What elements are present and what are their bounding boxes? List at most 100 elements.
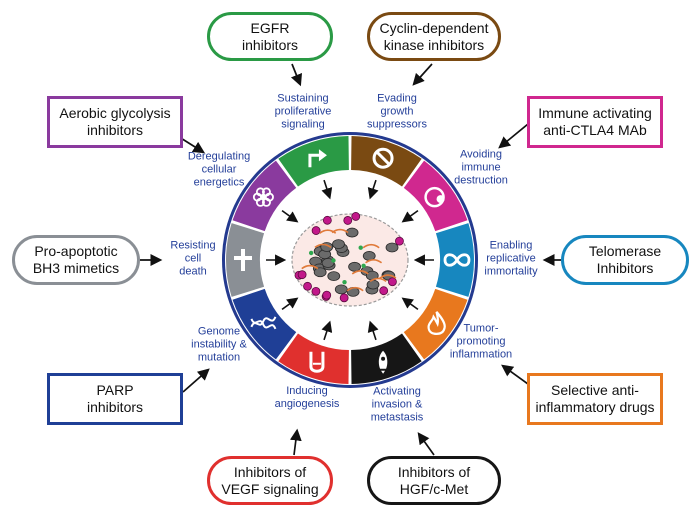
therapy-label: Cyclin-dependent kinase inhibitors bbox=[379, 19, 489, 53]
immune-cell-icon bbox=[424, 186, 445, 208]
dna-icon bbox=[250, 316, 277, 330]
stromal-fiber bbox=[319, 229, 337, 234]
inward-arrow bbox=[281, 297, 299, 311]
immune-cell bbox=[395, 236, 404, 246]
ring-segment-genome-instability-mutation bbox=[232, 288, 297, 360]
therapy-box-vegf-inhibitors: Inhibitors of VEGF signaling bbox=[207, 456, 333, 505]
stromal-fiber bbox=[369, 277, 387, 283]
immune-cell bbox=[388, 277, 397, 287]
arrows-layer bbox=[140, 63, 561, 456]
therapy-label: Telomerase Inhibitors bbox=[588, 243, 662, 276]
therapy-arrow-vegf-inhibitors bbox=[289, 428, 302, 456]
ring-segment-sustaining-proliferative-signaling bbox=[278, 136, 349, 187]
therapy-box-bh3-mimetics: Pro-apoptotic BH3 mimetics bbox=[12, 235, 140, 285]
stromal-cell bbox=[358, 245, 363, 250]
hallmark-label-avoiding-immune-destruction: Avoiding immune destruction bbox=[454, 148, 508, 187]
stromal-fiber bbox=[362, 243, 380, 249]
inward-arrow bbox=[321, 320, 333, 341]
therapy-box-hgf-cmet-inhibitors: Inhibitors of HGF/c-Met bbox=[367, 456, 501, 505]
therapy-label: Aerobic glycolysis inhibitors bbox=[59, 105, 171, 138]
immune-cell bbox=[303, 281, 312, 291]
hallmark-label-evading-growth-suppressors: Evading growth suppressors bbox=[367, 92, 427, 131]
therapy-box-selective-anti-inflammatory: Selective anti- inflammatory drugs bbox=[527, 373, 663, 425]
therapy-label: Pro-apoptotic BH3 mimetics bbox=[32, 243, 120, 276]
therapy-label: Selective anti- inflammatory drugs bbox=[535, 382, 655, 415]
arrow-icon bbox=[308, 149, 327, 168]
therapy-box-aerobic-glycolysis-inhibitors: Aerobic glycolysis inhibitors bbox=[47, 96, 183, 148]
therapy-label: Inhibitors of HGF/c-Met bbox=[397, 463, 471, 497]
therapy-label: PARP inhibitors bbox=[86, 382, 144, 415]
stromal-fiber bbox=[351, 270, 369, 275]
therapy-arrow-hgf-cmet-inhibitors bbox=[417, 432, 435, 456]
immune-cell bbox=[379, 286, 389, 296]
hallmark-label-genome-instability-mutation: Genome instability & mutation bbox=[191, 325, 247, 364]
cancer-cell bbox=[321, 258, 335, 268]
tumor-illustration bbox=[291, 212, 409, 307]
therapy-label: Immune activating anti-CTLA4 MAb bbox=[538, 105, 652, 138]
inward-arrow bbox=[401, 297, 419, 311]
therapy-box-parp-inhibitors: PARP inhibitors bbox=[47, 373, 183, 425]
cancer-cell bbox=[385, 242, 399, 253]
infinity-icon bbox=[443, 253, 471, 267]
inward-arrow bbox=[367, 320, 379, 341]
inward-arrow bbox=[367, 179, 379, 200]
therapy-arrow-egfr-inhibitors bbox=[290, 63, 302, 87]
inward-arrow bbox=[401, 209, 419, 223]
immune-cell bbox=[351, 212, 361, 221]
flower-icon bbox=[252, 187, 274, 207]
cancer-cell bbox=[327, 271, 341, 282]
hallmark-label-sustaining-proliferative-signaling: Sustaining proliferative signaling bbox=[274, 92, 332, 131]
immune-cell bbox=[339, 293, 349, 303]
cancer-cell bbox=[345, 227, 359, 238]
immune-cell bbox=[297, 270, 307, 280]
immune-cell bbox=[322, 215, 332, 225]
immune-cell bbox=[311, 226, 321, 235]
cross-icon bbox=[234, 249, 252, 271]
ring-segment-enabling-replicative-immortality bbox=[435, 223, 474, 297]
immune-cell bbox=[343, 216, 353, 225]
rocket-icon bbox=[378, 350, 388, 374]
stromal-cell bbox=[342, 279, 347, 285]
therapy-arrow-cdk-inhibitors bbox=[412, 63, 433, 86]
therapy-arrow-immune-activating-anti-ctla4 bbox=[498, 123, 529, 149]
stromal-cell bbox=[308, 250, 314, 256]
ring-segment-inducing-angiogenesis bbox=[278, 333, 349, 384]
hallmark-label-deregulating-cellular-energetics: Deregulating cellular energetics bbox=[187, 150, 251, 189]
ring-segment-avoiding-immune-destruction bbox=[403, 160, 468, 232]
stromal-fiber bbox=[346, 286, 364, 292]
stromal-cell bbox=[361, 263, 366, 269]
inward-arrow bbox=[281, 209, 299, 223]
therapy-label: Inhibitors of VEGF signaling bbox=[221, 463, 319, 497]
cancer-cell bbox=[348, 261, 362, 272]
stromal-fiber bbox=[379, 274, 397, 279]
stromal-fiber bbox=[301, 264, 319, 270]
therapy-box-telomerase-inhibitors: Telomerase Inhibitors bbox=[561, 235, 689, 285]
immune-cell bbox=[322, 290, 332, 300]
flame-icon bbox=[427, 311, 446, 335]
therapy-box-egfr-inhibitors: EGFR inhibitors bbox=[207, 12, 333, 61]
inward-arrow bbox=[321, 179, 333, 200]
therapy-arrow-selective-anti-inflammatory bbox=[501, 364, 529, 385]
therapy-box-immune-activating-anti-ctla4: Immune activating anti-CTLA4 MAb bbox=[527, 96, 663, 148]
cancer-cell bbox=[332, 239, 345, 250]
prohibition-icon bbox=[372, 147, 394, 169]
therapy-label: EGFR inhibitors bbox=[241, 19, 299, 53]
stromal-fiber bbox=[314, 243, 332, 249]
immune-cell bbox=[311, 286, 321, 296]
hallmark-label-tumor-promoting-inflammation: Tumor- promoting inflammation bbox=[449, 322, 513, 361]
hallmark-label-resisting-cell-death: Resisting cell death bbox=[170, 239, 216, 278]
ring-segment-tumor-promoting-inflammation bbox=[403, 288, 468, 360]
therapy-arrow-parp-inhibitors bbox=[182, 368, 210, 393]
cancer-cell bbox=[334, 284, 348, 295]
cancer-cell bbox=[313, 267, 327, 278]
cancer-cell bbox=[366, 279, 380, 290]
hallmark-label-activating-invasion-metastasis: Activating invasion & metastasis bbox=[370, 385, 424, 424]
therapy-box-cdk-inhibitors: Cyclin-dependent kinase inhibitors bbox=[367, 12, 501, 61]
hallmark-label-inducing-angiogenesis: Inducing angiogenesis bbox=[274, 385, 340, 410]
stromal-cell bbox=[331, 258, 336, 263]
hallmark-label-enabling-replicative-immortality: Enabling replicative immortality bbox=[484, 239, 538, 278]
vessel-icon bbox=[309, 351, 325, 373]
stromal-fiber bbox=[365, 258, 383, 264]
